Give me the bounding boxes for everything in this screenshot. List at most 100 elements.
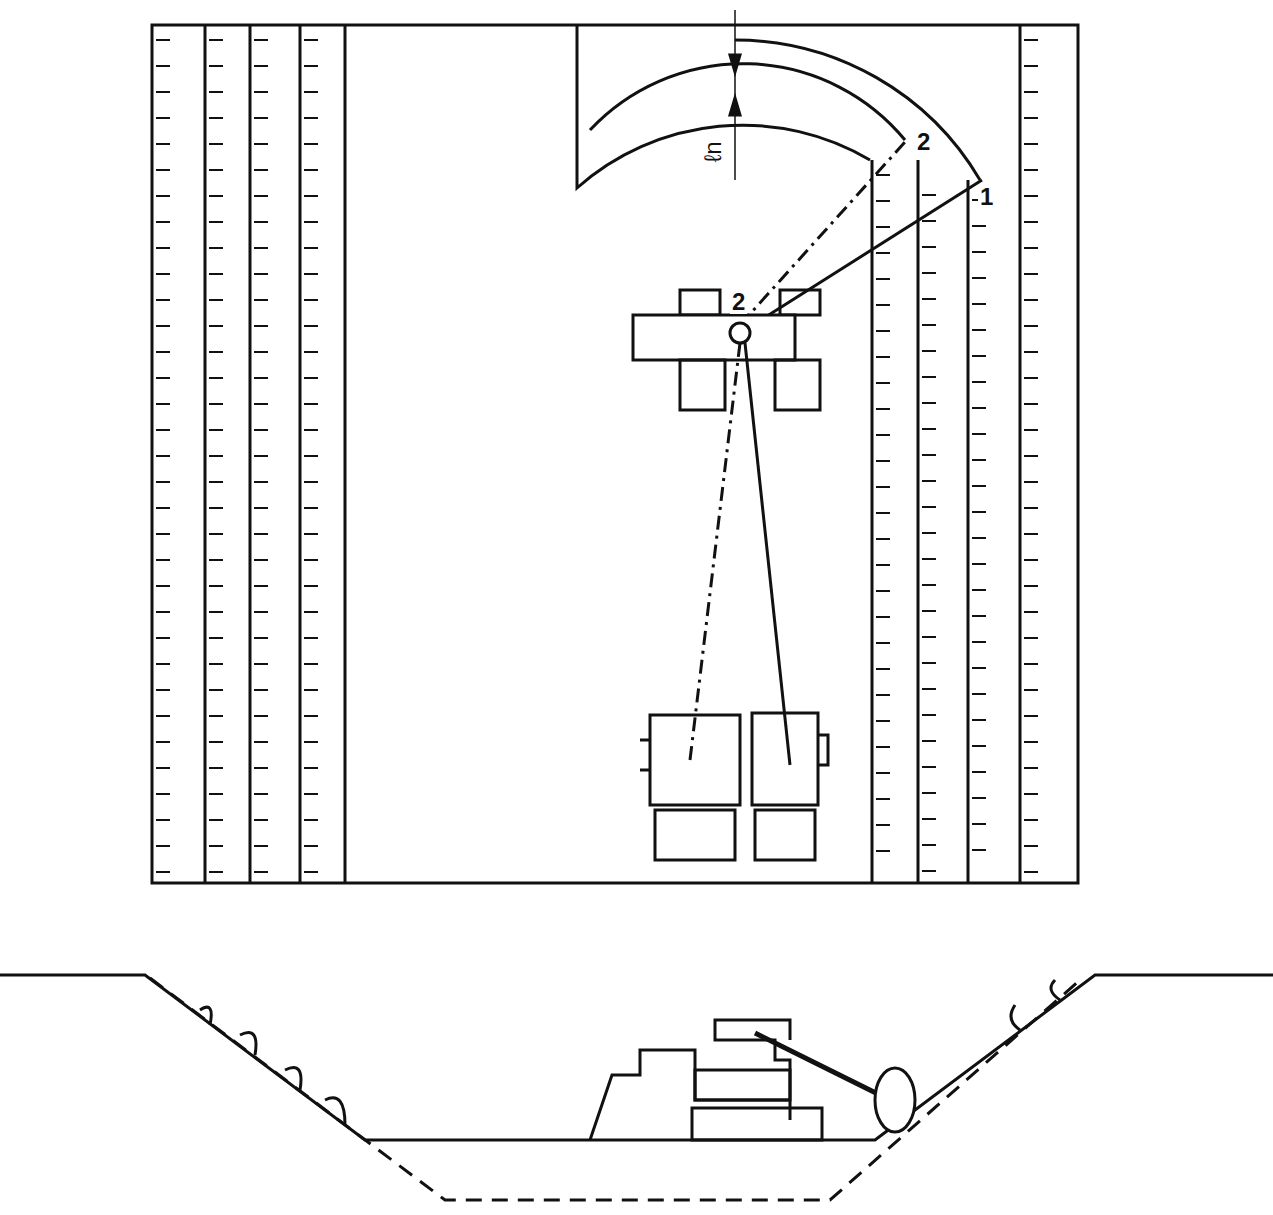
strip-line [209,351,223,353]
strip-line [209,429,223,431]
strip-line [922,818,936,820]
excavator-bucket [875,1068,915,1132]
strip-line [1024,377,1038,379]
strip-line [304,637,318,639]
strip-line [254,325,268,327]
strip-line [304,299,318,301]
strip-line [1024,663,1038,665]
strip-line [254,585,268,587]
strip-line [304,377,318,379]
strip-line [972,277,986,279]
strip-line [1024,559,1038,561]
strip-line [876,850,890,852]
strip-line [209,117,223,119]
strip-line [972,225,986,227]
strip-line [156,273,170,275]
strip-line [1024,429,1038,431]
dump-truck [640,715,740,860]
strip-line [876,252,890,254]
strip-line [156,689,170,691]
strip-line [972,797,986,799]
strip-line [209,533,223,535]
strip-line [304,845,318,847]
strip-line [1024,689,1038,691]
strip-line [1024,715,1038,717]
strip-line [1024,325,1038,327]
strip-line [1024,819,1038,821]
strip-line [972,511,986,513]
strip-line [972,693,986,695]
strip-line [304,715,318,717]
strip-line [156,351,170,353]
strip-line [254,39,268,41]
strip-line [922,714,936,716]
strip-line [254,273,268,275]
strip-line [204,25,207,883]
strip-line [922,532,936,534]
strip-line [209,689,223,691]
strip-line [1024,455,1038,457]
strip-line [922,480,936,482]
strip-line [209,39,223,41]
strip-line [876,512,890,514]
strip-line [876,694,890,696]
strip-line [156,741,170,743]
strip-line [156,247,170,249]
strip-line [254,533,268,535]
spoil-strips [156,25,1038,883]
outer-arc [735,40,980,180]
strip-line [304,169,318,171]
track [780,290,820,315]
strip-line [209,793,223,795]
strip-line [156,871,170,873]
strip-line [156,585,170,587]
strip-line [254,741,268,743]
strip-line [254,507,268,509]
strip-line [254,559,268,561]
strip-line [156,637,170,639]
track [775,360,820,410]
strip-line [156,663,170,665]
strip-line [876,824,890,826]
strip-line [304,143,318,145]
strip-line [1024,507,1038,509]
strip-line [876,642,890,644]
strip-line [1024,481,1038,483]
strip-line [156,377,170,379]
strip-line [254,299,268,301]
strip-line [922,272,936,274]
strip-line [254,91,268,93]
strip-line [209,455,223,457]
strip-line [1019,25,1022,883]
strip-line [254,715,268,717]
pivot [730,323,750,343]
strip-line [972,849,986,851]
strip-line [1024,767,1038,769]
strip-line [1024,793,1038,795]
strip-line [304,221,318,223]
strip-line [156,403,170,405]
strip-line [972,485,986,487]
strip-line [156,481,170,483]
excavator-boom [755,1033,890,1100]
strip-line [254,351,268,353]
track [680,360,725,410]
slope-steps [200,980,1060,1125]
strip-line [156,429,170,431]
strip-line [254,377,268,379]
strip-line [972,459,986,461]
strip-line [254,429,268,431]
strip-line [876,616,890,618]
strip-line [871,160,874,883]
strip-line [922,506,936,508]
strip-line [254,611,268,613]
strip-line [254,65,268,67]
strip-line [876,772,890,774]
boom-position-1 [745,180,982,330]
strip-line [1024,845,1038,847]
strip-line [972,641,986,643]
strip-line [922,428,936,430]
strip-line [1024,533,1038,535]
strip-line [209,377,223,379]
strip-line [304,559,318,561]
